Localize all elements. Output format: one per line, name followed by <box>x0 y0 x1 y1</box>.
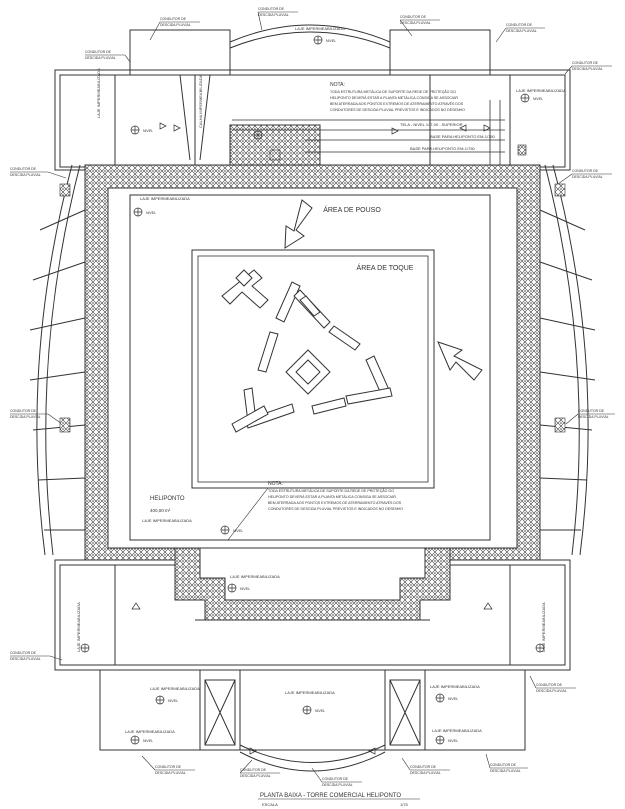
laje-label-lower-right: LAJE IMPERMEABILIZADA <box>541 602 546 652</box>
top-note-title: NOTA: <box>330 82 345 88</box>
base-label-1: BASE PARA HELIPONTO EM-1/750 <box>430 134 496 139</box>
condutor-8: CONDUTOR DE <box>572 169 599 173</box>
condutor-11: CONDUTOR DE <box>10 651 37 655</box>
condutor-3: CONDUTOR DE <box>400 15 427 19</box>
bottom-note-line-2: HELIPONTO DEVERÁ ESTAR A PLANTA METÁLICA… <box>268 495 396 499</box>
slope-triangles <box>131 122 493 755</box>
nivel-9: NIVEL <box>448 697 458 701</box>
condutor-4: CONDUTOR DE <box>506 23 533 27</box>
nivel-7: NIVEL <box>168 699 178 703</box>
drawing-title: PLANTA BAIXA - TORRE COMERCIAL HELIPONTO <box>260 793 401 799</box>
condutor-8b: DESCIDA PLUVIAL <box>572 175 603 179</box>
condutor-7: CONDUTOR DE <box>10 167 37 171</box>
landing-area-group <box>129 194 491 541</box>
hatched-perimeter <box>84 124 541 621</box>
bottom-note-line-4: CONDUTORES DE DESCIDA PLUVIAL PREVISTOS … <box>268 507 403 511</box>
nivel-labels: NIVEL NIVEL NIVEL NIVEL NIVEL NIVEL NIVE… <box>143 39 543 743</box>
nivel-5: NIVEL <box>233 529 243 533</box>
nivel-11: NIVEL <box>448 739 458 743</box>
calha-label: CALHA IMPERMEABILIZADA <box>198 74 203 128</box>
condutor-17b: DESCIDA PLUVIAL <box>490 769 521 773</box>
condutor-5: CONDUTOR DE <box>85 50 112 54</box>
condutor-1: CONDUTOR DE <box>160 17 187 21</box>
laje-label-center-bottom: LAJE IMPERMEABILIZADA <box>230 574 280 579</box>
nivel-1: NIVEL <box>326 39 336 43</box>
touch-area-label: ÁREA DE TOQUE <box>357 263 414 272</box>
condutor-14: CONDUTOR DE <box>240 768 267 772</box>
condutor-11b: DESCIDA PLUVIAL <box>10 657 41 661</box>
level-markers <box>80 35 545 745</box>
condutor-9: CONDUTOR DE <box>10 409 37 413</box>
laje-label-top: LAJE IMPERMEABILIZADA <box>295 26 345 31</box>
laje-label-bottom-left-2: LAJE IMPERMEABILIZADA <box>125 729 175 734</box>
heliport-marking <box>221 269 393 433</box>
scale-value: 1/75 <box>400 802 409 807</box>
nivel-2: NIVEL <box>143 129 153 133</box>
top-note-line-4: CONDUTORES DE DESCIDA PLUVIAL PREVISTOS … <box>330 108 465 112</box>
condutor-12: CONDUTOR DE <box>536 683 563 687</box>
building-outline <box>29 24 596 772</box>
condutor-15b: DESCIDA PLUVIAL <box>322 783 353 787</box>
condutor-1b: DESCIDA PLUVIAL <box>160 23 191 27</box>
condutor-5b: DESCIDA PLUVIAL <box>85 56 116 60</box>
laje-label-bottom-right: LAJE IMPERMEABILIZADA <box>430 684 480 689</box>
condutor-12b: DESCIDA PLUVIAL <box>536 689 567 693</box>
condutor-2: CONDUTOR DE <box>258 7 285 11</box>
condutor-callouts <box>10 11 615 783</box>
condutor-labels: CONDUTOR DE DESCIDA PLUVIAL CONDUTOR DE … <box>10 7 609 787</box>
nivel-4: NIVEL <box>146 211 156 215</box>
condutor-13b: DESCIDA PLUVIAL <box>155 771 186 775</box>
condutor-7b: DESCIDA PLUVIAL <box>10 173 41 177</box>
condutor-15: CONDUTOR DE <box>322 777 349 781</box>
heliponto-label: HELIPONTO <box>150 496 185 502</box>
laje-label-upper-right: LAJE IMPERMEABILIZADA <box>516 88 566 93</box>
bottom-note-line-3: BEM ATERRADA AOS PONTOS EXTREMOS DE ATER… <box>268 500 402 505</box>
nivel-6: NIVEL <box>240 587 250 591</box>
bottom-note-title: NOTA: <box>268 481 283 487</box>
condutor-10b: DESCIDA PLUVIAL <box>578 415 609 419</box>
landing-area-label: ÁREA DE POUSO <box>323 205 381 214</box>
touch-area-box <box>191 249 435 489</box>
top-note-box <box>232 100 505 165</box>
condutor-16: CONDUTOR DE <box>410 765 437 769</box>
condutor-6: CONDUTOR DE <box>572 61 599 65</box>
laje-label-lower-left: LAJE IMPERMEABILIZADA <box>76 602 81 652</box>
nivel-10: NIVEL <box>143 739 153 743</box>
laje-label-bottom-left: LAJE IMPERMEABILIZADA <box>150 686 200 691</box>
top-note-line-3: BEM ATERRADA AOS PONTOS EXTREMOS DE ATER… <box>330 101 464 106</box>
bottom-note-line-1: TODA ESTRUTURA METÁLICA DE SUPORTE DA RE… <box>268 488 394 493</box>
heliponto-area: 400,00 m² <box>150 508 171 513</box>
scale-label: ESCALA <box>262 802 278 807</box>
condutor-4b: DESCIDA PLUVIAL <box>506 29 537 33</box>
landing-area-outer <box>129 194 491 541</box>
tela-nivel-label: TELA - NIVEL 147,00 - SUPERIOR <box>400 122 463 127</box>
nivel-8: NIVEL <box>315 709 325 713</box>
top-note-line-1: TODA ESTRUTURA METÁLICA DE SUPORTE DA RE… <box>330 89 456 94</box>
condutor-9b: DESCIDA PLUVIAL <box>10 415 41 419</box>
condutor-10: CONDUTOR DE <box>578 409 605 413</box>
top-note-line-2: HELIPONTO DEVERÁ ESTAR A PLANTA METÁLICA… <box>330 96 458 100</box>
laje-label-inner: LAJE IMPERMEABILIZADA <box>140 196 190 201</box>
condutor-2b: DESCIDA PLUVIAL <box>258 13 289 17</box>
condutor-16b: DESCIDA PLUVIAL <box>410 771 441 775</box>
drain-boxes <box>59 144 566 433</box>
condutor-17: CONDUTOR DE <box>490 763 517 767</box>
heliponto-laje: LAJE IMPERMEABILIZADA <box>142 518 192 523</box>
condutor-3b: DESCIDA PLUVIAL <box>400 21 431 25</box>
laje-label-bottom-center: LAJE IMPERMEABILIZADA <box>285 690 335 695</box>
condutor-6b: DESCIDA PLUVIAL <box>572 67 603 71</box>
laje-label-upper-left: LAJE IMPERMEABILIZADA <box>96 68 101 118</box>
condutor-13: CONDUTOR DE <box>155 765 182 769</box>
nivel-3: NIVEL <box>533 97 543 101</box>
approach-arrows <box>284 199 483 381</box>
base-label-2: BASE PARA HELIPONTO EM-1/750 <box>410 146 476 151</box>
laje-label-bottom-right-2: LAJE IMPERMEABILIZADA <box>432 728 482 733</box>
condutor-14b: DESCIDA PLUVIAL <box>240 774 271 778</box>
